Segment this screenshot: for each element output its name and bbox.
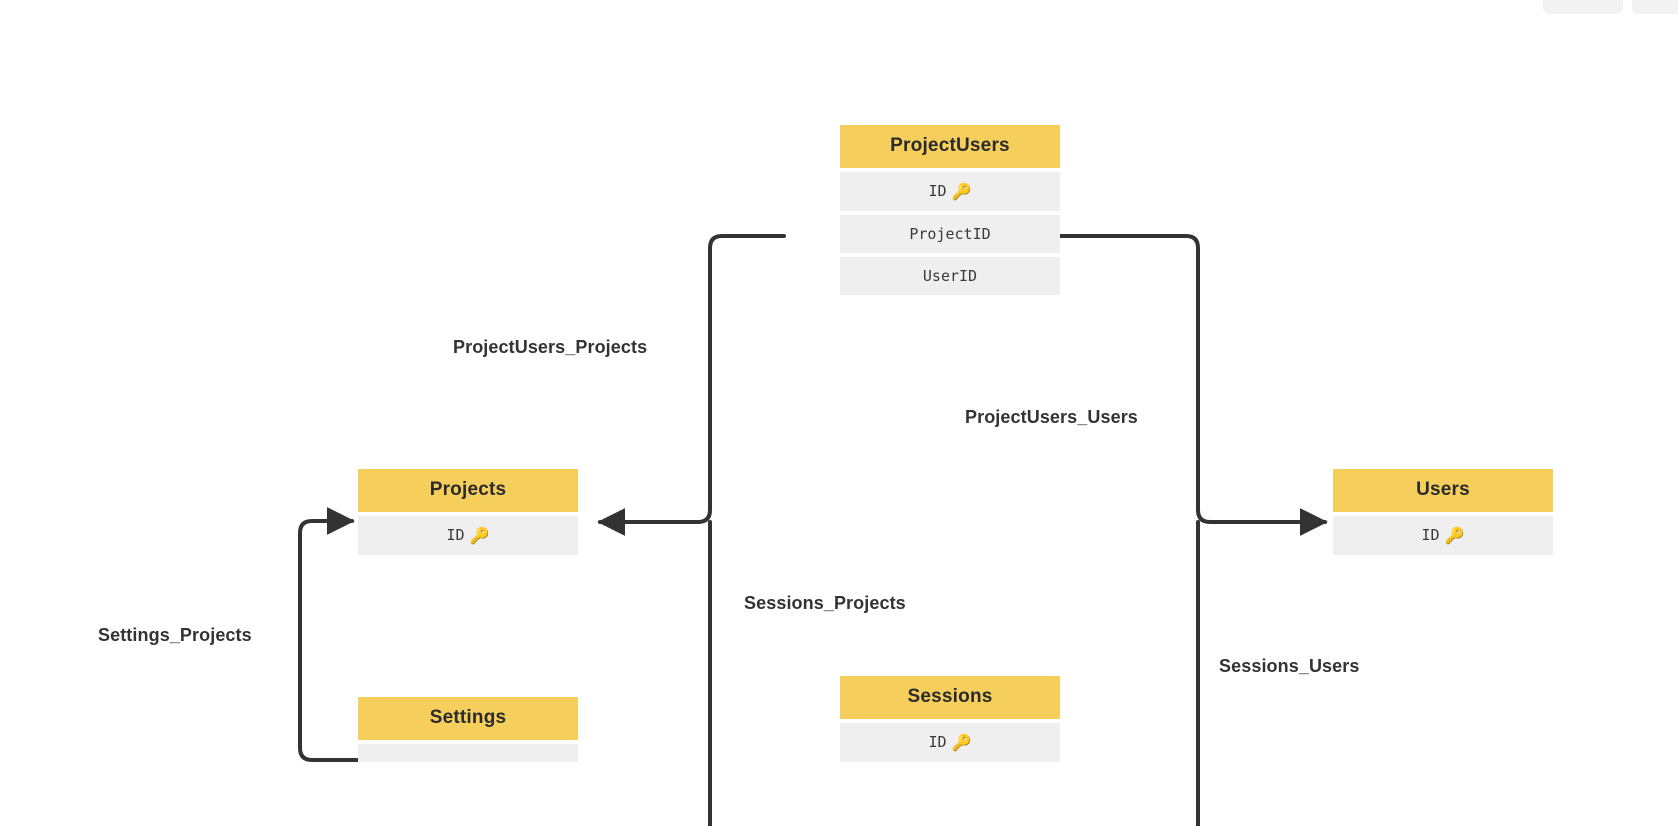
entity-field-row: ProjectID [840,215,1060,253]
edge-projectusers-projects [597,234,786,536]
entity-field-row: ID🔑 [840,723,1060,762]
entity-field-row: ID🔑 [358,516,578,555]
entity-title: Sessions [840,676,1060,719]
key-icon: 🔑 [469,526,490,545]
entity-title: Users [1333,469,1553,512]
entity-field-row [358,744,578,762]
relationship-label-settings-projects: Settings_Projects [98,625,252,645]
field-label: UserID [922,267,978,285]
relationship-label-sessions-users: Sessions_Users [1219,656,1360,676]
entity-field-row: ID🔑 [840,172,1060,211]
entity-title: ProjectUsers [840,125,1060,168]
field-label: ID [928,733,947,751]
entity-title: Projects [358,469,578,512]
entity-sessions[interactable]: Sessions ID🔑 [840,676,1060,762]
edge-projectusers-users [1058,234,1328,536]
field-label: ID [928,182,947,200]
field-label: ProjectID [909,225,991,243]
relationship-label-projectusers-projects: ProjectUsers_Projects [453,337,648,357]
relationship-label-sessions-projects: Sessions_Projects [744,593,906,613]
field-label: ID [446,526,465,544]
entity-users[interactable]: Users ID🔑 [1333,469,1553,555]
entity-title: Settings [358,697,578,740]
entity-projectusers[interactable]: ProjectUsers ID🔑 ProjectID UserID [840,125,1060,295]
entity-field-row: ID🔑 [1333,516,1553,555]
entity-field-row: UserID [840,257,1060,295]
edge-settings-projects [298,507,360,762]
field-label: ID [1421,526,1440,544]
key-icon: 🔑 [951,182,972,201]
relationship-label-projectusers-users: ProjectUsers_Users [965,407,1138,427]
entity-projects[interactable]: Projects ID🔑 [358,469,578,555]
toolbar-chip-1[interactable] [1543,0,1623,14]
toolbar-chip-2[interactable] [1632,0,1678,14]
entity-settings[interactable]: Settings [358,697,578,762]
key-icon: 🔑 [951,733,972,752]
key-icon: 🔑 [1444,526,1465,545]
